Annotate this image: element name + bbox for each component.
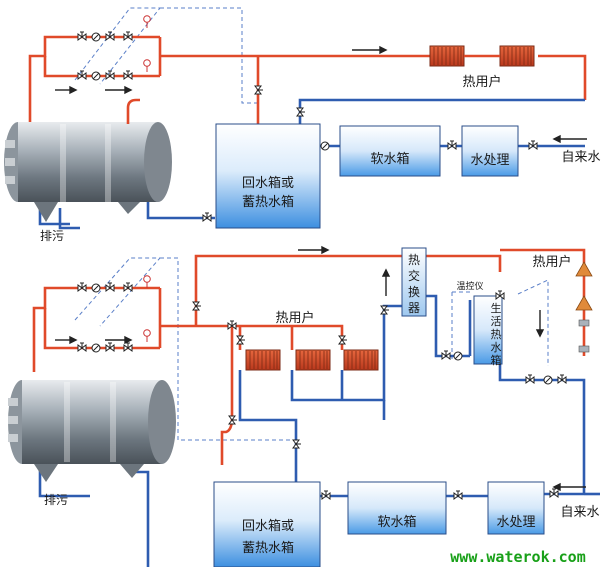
bottom-heat-user-right-label: 热用户	[532, 254, 571, 270]
bottom-system: 热 交 换 器 生 活 热 水 箱 温控仪	[8, 245, 600, 567]
bottom-dashed-lines	[74, 257, 549, 441]
top-valve-5	[105, 70, 115, 80]
bottom-valve-2	[105, 282, 115, 292]
bottom-valve-5	[105, 342, 115, 352]
bottom-valve-14	[549, 488, 559, 498]
bottom-softener-tank: 软水箱	[347, 481, 447, 535]
top-valve-6	[123, 70, 133, 80]
bottom-pump-3	[453, 351, 463, 361]
bottom-gauge-2	[143, 329, 151, 343]
top-valve-1	[77, 31, 87, 41]
bottom-domestic-hot-water-tank: 生 活 热 水 箱	[473, 295, 503, 367]
top-drain-label: 排污	[40, 229, 64, 243]
top-valve-v1	[254, 85, 264, 95]
top-radiator-1	[429, 45, 465, 67]
dhw-char-4: 水	[491, 341, 502, 354]
top-gauge-2	[143, 59, 151, 73]
top-pump-1	[91, 32, 101, 42]
top-system: 回水箱或 蓄热水箱 软水箱 水处理 自来水 热用户 排污	[4, 7, 601, 243]
top-valve-9	[528, 140, 538, 150]
bottom-radiator-2	[295, 349, 331, 371]
dhw-char-5: 箱	[491, 353, 502, 367]
top-pump-2	[91, 71, 101, 81]
bottom-valve-v1	[192, 301, 202, 311]
top-radiator-2	[499, 45, 535, 67]
dhw-char-1: 生	[491, 301, 502, 315]
bottom-pump-2	[91, 343, 101, 353]
bottom-gauge-1	[143, 275, 151, 289]
hx-char-2: 交	[408, 268, 420, 283]
bottom-boiler	[8, 380, 176, 482]
bottom-water-treatment: 水处理	[487, 481, 545, 535]
bottom-return-tank: 回水箱或 蓄热水箱	[213, 481, 321, 567]
top-heat-user-label: 热用户	[462, 74, 501, 90]
bottom-heat-user-left-label: 热用户	[275, 310, 314, 326]
dhw-char-2: 活	[491, 315, 502, 328]
top-valve-7	[202, 212, 212, 222]
bottom-valve-10	[557, 374, 567, 384]
top-softener-label: 软水箱	[370, 151, 409, 167]
bottom-valve-9	[525, 374, 535, 384]
bottom-valve-8	[441, 350, 451, 360]
bottom-valve-v2	[236, 335, 246, 345]
bottom-tap-water-label: 自来水	[560, 505, 599, 520]
top-return-tank: 回水箱或 蓄热水箱	[215, 123, 321, 229]
bottom-pump-4	[543, 375, 553, 385]
bottom-tank-label-2: 蓄热水箱	[242, 540, 294, 556]
watermark-text: www.waterok.com	[450, 548, 585, 566]
bottom-valve-12	[321, 490, 331, 500]
top-boiler	[4, 98, 172, 222]
top-valve-4	[77, 70, 87, 80]
temp-controller-label: 温控仪	[456, 280, 483, 292]
bottom-pump-1	[91, 283, 101, 293]
top-gauge-1	[143, 15, 151, 29]
bottom-valve-v4	[228, 415, 238, 425]
top-flow-arrows	[55, 45, 587, 144]
top-tank-label-2: 蓄热水箱	[242, 194, 294, 210]
bottom-valve-13	[453, 490, 463, 500]
bottom-valve-6	[123, 342, 133, 352]
bottom-fixtures	[575, 261, 593, 353]
top-valve-3	[123, 31, 133, 41]
bottom-valve-4	[77, 342, 87, 352]
top-water-treatment: 水处理	[461, 125, 519, 177]
bottom-heat-exchanger: 热 交 换 器	[401, 247, 427, 317]
top-valve-v2	[296, 107, 306, 117]
dhw-char-3: 热	[491, 328, 502, 341]
bottom-water-treatment-label: 水处理	[496, 515, 535, 530]
top-valve-8	[447, 140, 457, 150]
top-tap-water-label: 自来水	[561, 150, 600, 165]
bottom-flow-arrows	[55, 245, 586, 492]
top-valve-2	[105, 31, 115, 41]
bottom-radiator-1	[245, 349, 281, 371]
bottom-drain-label: 排污	[44, 493, 68, 507]
hx-char-3: 换	[408, 285, 420, 299]
top-tank-label-1: 回水箱或	[242, 175, 294, 191]
bottom-valve-v5	[292, 439, 302, 449]
hx-char-1: 热	[408, 253, 420, 267]
bottom-softener-label: 软水箱	[377, 514, 416, 530]
top-pump-3	[320, 141, 330, 151]
bottom-tank-label-1: 回水箱或	[242, 518, 294, 534]
top-softener-tank: 软水箱	[339, 125, 441, 177]
bottom-valve-v3	[338, 335, 348, 345]
bottom-valve-1	[77, 282, 87, 292]
bottom-valve-3	[123, 282, 133, 292]
bottom-radiator-3	[343, 349, 379, 371]
top-water-treatment-label: 水处理	[470, 153, 509, 168]
hx-char-4: 器	[408, 301, 420, 315]
